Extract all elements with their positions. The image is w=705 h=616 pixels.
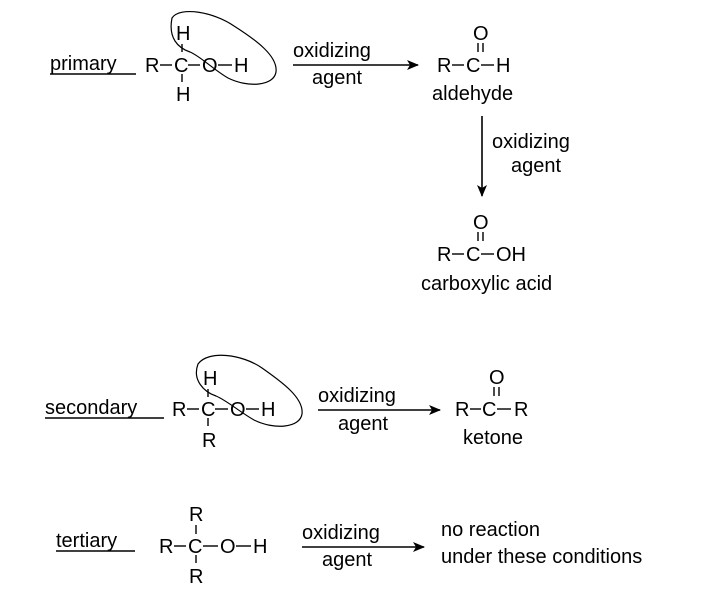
tertiary-r-atom: R — [159, 536, 173, 558]
secondary-reagent-arrow: oxidizing agent — [318, 385, 441, 435]
primary-oh-h-atom: H — [234, 55, 248, 77]
ketone-r1-atom: R — [455, 399, 469, 421]
acid-r-atom: R — [437, 244, 451, 266]
secondary-c-atom: C — [201, 399, 215, 421]
carboxylic-acid-name: carboxylic acid — [421, 273, 552, 295]
aldehyde-o-atom: O — [473, 23, 489, 45]
primary-c-atom: C — [174, 55, 188, 77]
tertiary-alcohol-row: tertiary R C O H R R oxidizing agent no … — [56, 504, 642, 588]
secondary-r-atom: R — [172, 399, 186, 421]
tertiary-reagent-arrow: oxidizing agent — [302, 522, 425, 571]
acid-reagent-line2: agent — [511, 155, 561, 177]
aldehyde-name: aldehyde — [432, 83, 513, 105]
secondary-alcohol-structure: R C O H H R — [172, 354, 303, 452]
secondary-reagent-line2: agent — [338, 413, 388, 435]
primary-bottom-h-atom: H — [176, 84, 190, 106]
primary-alcohol-row: primary R C O H H H oxidizing agent O R — [50, 11, 570, 295]
ketone-name: ketone — [463, 427, 523, 449]
secondary-h-loop — [195, 354, 303, 427]
ketone-r2-atom: R — [514, 399, 528, 421]
primary-reagent-arrow: oxidizing agent — [293, 40, 419, 89]
primary-reagent-line2: agent — [312, 67, 362, 89]
acid-o-atom: O — [473, 212, 489, 234]
secondary-top-h-atom: H — [203, 368, 217, 390]
tertiary-alcohol-structure: R C O H R R — [159, 504, 267, 588]
secondary-bottom-r-atom: R — [202, 430, 216, 452]
tertiary-o-atom: O — [220, 536, 236, 558]
ketone-structure: O R C R ketone — [455, 367, 528, 449]
aldehyde-r-atom: R — [437, 55, 451, 77]
tertiary-top-r-atom: R — [189, 504, 203, 526]
primary-label: primary — [50, 53, 117, 75]
no-reaction-result: no reaction under these conditions — [441, 519, 642, 568]
secondary-alcohol-row: secondary R C O H H R oxidizing agent O … — [45, 354, 528, 452]
secondary-label: secondary — [45, 397, 137, 419]
carboxylic-acid-structure: O R C OH carboxylic acid — [421, 212, 552, 295]
tertiary-c-atom: C — [188, 536, 202, 558]
no-reaction-line1: no reaction — [441, 519, 540, 541]
tertiary-reagent-line1: oxidizing — [302, 522, 380, 544]
aldehyde-to-acid-step: oxidizing agent — [477, 116, 570, 197]
aldehyde-c-atom: C — [466, 55, 480, 77]
secondary-reagent-line1: oxidizing — [318, 385, 396, 407]
primary-alcohol-structure: R C O H H H — [145, 11, 277, 106]
no-reaction-line2: under these conditions — [441, 546, 642, 568]
secondary-oh-h-atom: H — [261, 399, 275, 421]
tertiary-h-atom: H — [253, 536, 267, 558]
primary-reagent-line1: oxidizing — [293, 40, 371, 62]
primary-h-loop — [170, 11, 277, 85]
acid-oh-group: OH — [496, 244, 526, 266]
ketone-c-atom: C — [482, 399, 496, 421]
acid-c-atom: C — [466, 244, 480, 266]
aldehyde-h-atom: H — [496, 55, 510, 77]
tertiary-bottom-r-atom: R — [189, 566, 203, 588]
primary-top-h-atom: H — [176, 23, 190, 45]
ketone-o-atom: O — [489, 367, 505, 389]
aldehyde-structure: O R C H aldehyde — [432, 23, 513, 105]
tertiary-label: tertiary — [56, 530, 117, 552]
acid-reagent-line1: oxidizing — [492, 131, 570, 153]
tertiary-reagent-line2: agent — [322, 549, 372, 571]
primary-r-atom: R — [145, 55, 159, 77]
